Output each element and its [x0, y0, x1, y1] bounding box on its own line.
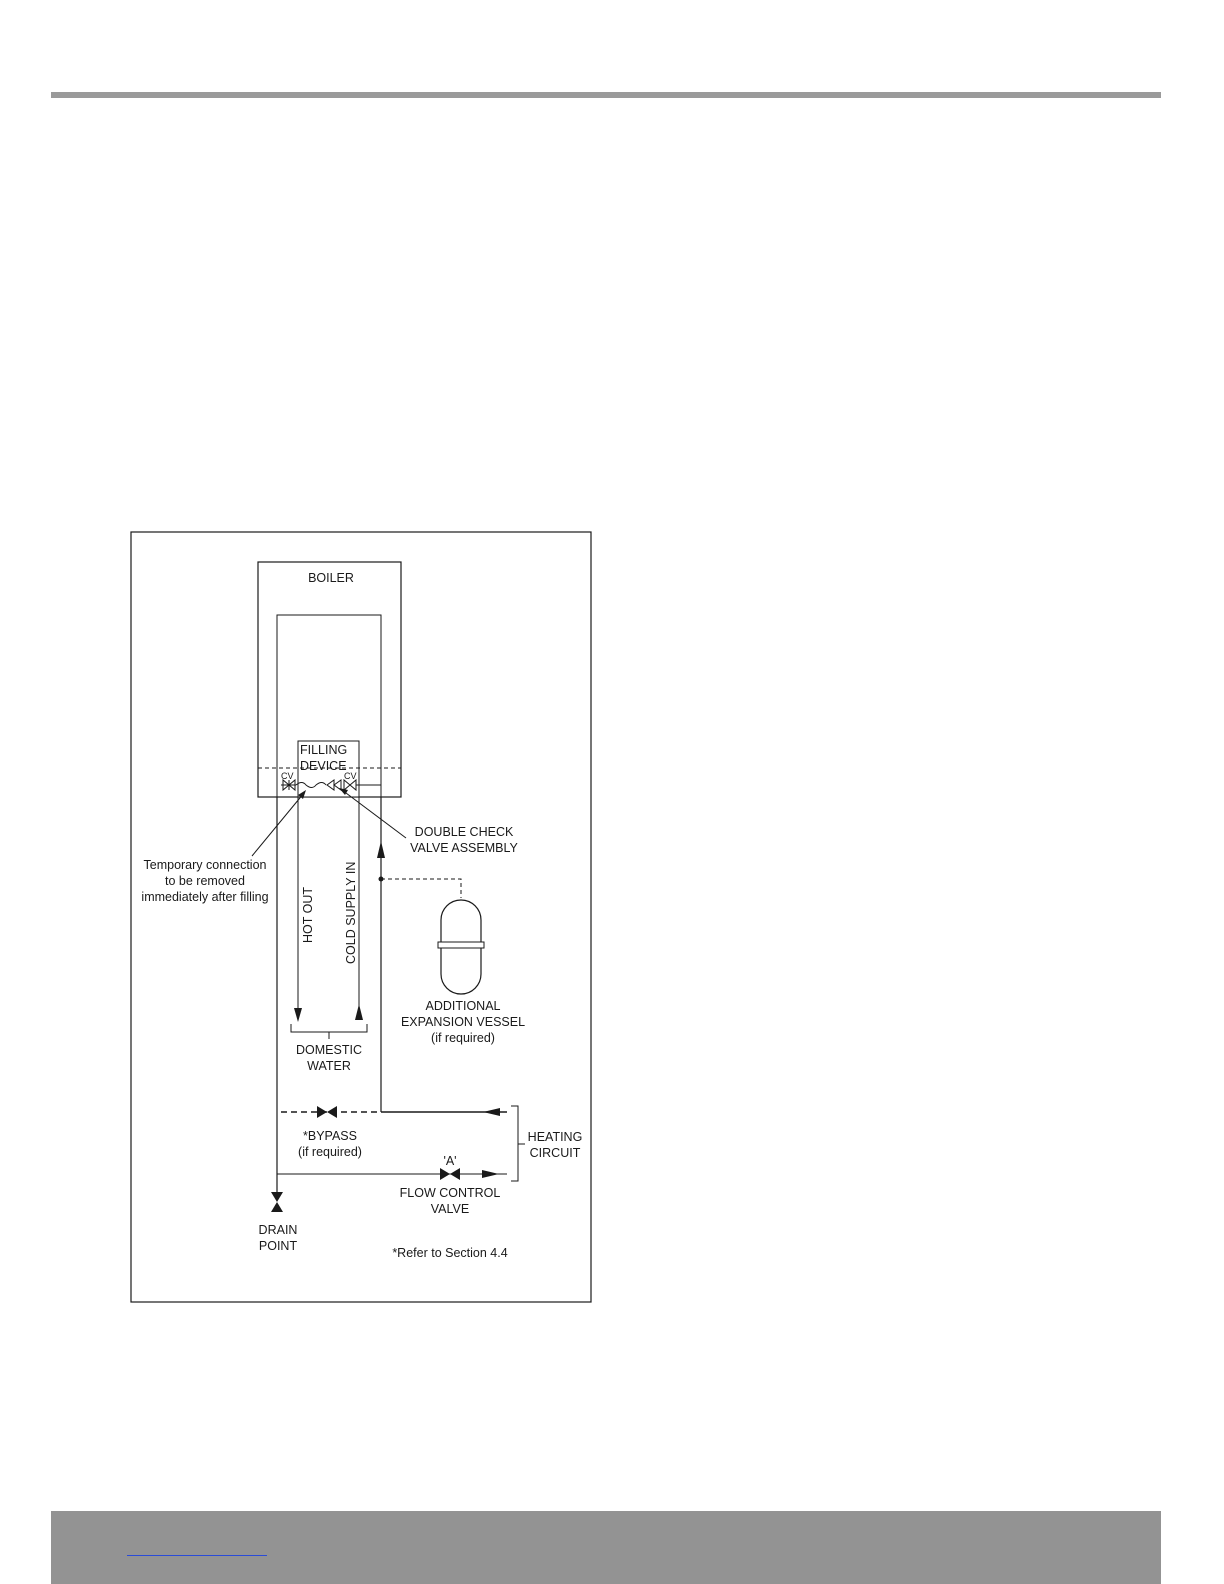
return-in-arrow-icon	[483, 1108, 500, 1116]
footer-bar	[51, 1511, 1161, 1584]
temporary-connection-label-2: to be removed	[165, 874, 245, 888]
heating-label-1: HEATING	[528, 1130, 583, 1144]
flow-control-valve-icon	[440, 1168, 460, 1180]
figure-frame	[131, 532, 591, 1302]
domestic-label-2: WATER	[307, 1059, 351, 1073]
filling-device-label-2: DEVICE	[300, 759, 347, 773]
valve-a-label: 'A'	[443, 1154, 456, 1168]
cv-label-right: CV	[344, 771, 357, 781]
double-check-label-2: VALVE ASSEMBLY	[410, 841, 518, 855]
drain-valve-icon	[271, 1192, 283, 1212]
domestic-label-1: DOMESTIC	[296, 1043, 362, 1057]
drain-label-1: DRAIN	[259, 1223, 298, 1237]
flow-out-arrow-icon	[482, 1170, 499, 1178]
filling-device-label-1: FILLING	[300, 743, 347, 757]
expansion-label-2: EXPANSION VESSEL	[401, 1015, 525, 1029]
heating-bracket	[511, 1106, 518, 1181]
boiler-label: BOILER	[308, 571, 354, 585]
bypass-label-2: (if required)	[298, 1145, 362, 1159]
flow-control-label-1: FLOW CONTROL	[400, 1186, 501, 1200]
temporary-connection-label-1: Temporary connection	[144, 858, 267, 872]
domestic-bracket	[291, 1024, 367, 1032]
expansion-label-1: ADDITIONAL	[425, 999, 500, 1013]
temporary-connection-leader	[252, 793, 304, 856]
flow-control-label-2: VALVE	[431, 1202, 469, 1216]
bypass-valve-icon	[317, 1106, 337, 1118]
heating-label-2: CIRCUIT	[530, 1146, 581, 1160]
hot-out-label: HOT OUT	[301, 887, 315, 943]
expansion-vessel-band	[438, 942, 484, 948]
bypass-label-1: *BYPASS	[303, 1129, 357, 1143]
refer-section-note: *Refer to Section 4.4	[392, 1246, 507, 1260]
expansion-label-3: (if required)	[431, 1031, 495, 1045]
footer-link-underline[interactable]	[127, 1555, 267, 1556]
check-valve-left-icon	[281, 780, 296, 790]
drain-label-2: POINT	[259, 1239, 298, 1253]
expansion-dashed-connection	[381, 879, 461, 898]
cold-supply-arrow-icon	[355, 1004, 363, 1020]
cold-supply-label: COLD SUPPLY IN	[344, 862, 358, 964]
return-up-arrow-icon	[377, 841, 385, 858]
double-check-label-1: DOUBLE CHECK	[415, 825, 514, 839]
temporary-connection-label-3: immediately after filling	[141, 890, 268, 904]
hot-out-arrow-icon	[294, 1008, 302, 1022]
